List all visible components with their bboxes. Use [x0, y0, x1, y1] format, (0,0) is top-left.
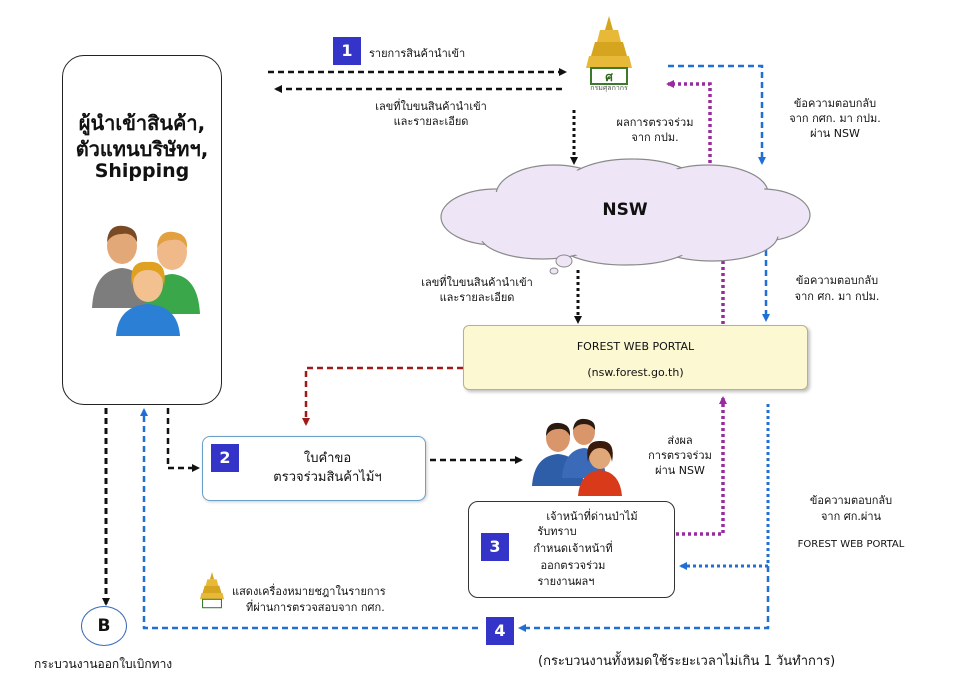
arrow-step4-to-actor: [140, 408, 478, 630]
waybill-top-label-2: และรายละเอียด: [393, 115, 469, 128]
waybill-top-label-1: เลขที่ใบขนสินค้านำเข้า: [375, 100, 487, 113]
reply-mid-label-1: ข้อความตอบกลับ: [795, 274, 879, 287]
reply-low-label-1: ข้อความตอบกลับ: [809, 494, 893, 507]
officer-label-line5: รายงานผลฯ: [537, 575, 595, 588]
request-label-line2: ตรวจร่วมสินค้าไม้ฯ: [273, 470, 382, 485]
footer-note: (กระบวนงานทั้งหมดใช้ระยะเวลาไม่เกิน 1 วั…: [538, 654, 836, 669]
send-result-label-1: ส่งผล: [667, 434, 693, 447]
step-3-badge: 3: [481, 533, 509, 561]
arrow-portal-to-request: [302, 366, 463, 426]
request-label-line1: ใบคำขอ: [303, 451, 352, 466]
waybill-mid-label-1: เลขที่ใบขนสินค้านำเข้า: [421, 276, 533, 289]
actor-label-line2: ตัวแทนบริษัทฯ,: [75, 137, 209, 161]
forest-web-portal-box: [463, 325, 808, 390]
officer-label-line2: รับทราบ: [537, 525, 577, 538]
display-mark-label-1: แสดงเครื่องหมายชฎาในรายการ: [232, 585, 386, 598]
nsw-label: NSW: [602, 200, 648, 220]
actor-label-line1: ผู้นำเข้าสินค้า,: [78, 111, 206, 135]
arrow-reply-top: [668, 64, 766, 165]
people-icon: [92, 225, 200, 336]
customs-mark-icon: [199, 572, 225, 609]
send-result-label-2: การตรวจร่วม: [648, 449, 712, 462]
reply-low-label-2: จาก ศก.ผ่าน: [820, 510, 882, 523]
nsw-cloud: [440, 158, 811, 275]
request-box: [202, 436, 426, 501]
actor-label-line3: Shipping: [94, 160, 190, 182]
step-1-badge: 1: [333, 37, 361, 65]
customs-logo-caption: กรมศุลกากร: [590, 84, 628, 92]
b-caption: กระบวนงานออกใบเบิกทาง: [34, 657, 173, 671]
import-list-label: รายการสินค้านำเข้า: [369, 47, 466, 60]
portal-url: (nsw.forest.go.th): [587, 366, 684, 379]
arrow-portal-to-step4: [518, 566, 770, 632]
reply-mid-label-2: จาก ศก. มา กปม.: [794, 290, 880, 303]
officers-icon: [532, 418, 622, 496]
send-result-label-3: ผ่าน NSW: [655, 464, 705, 477]
b-node: [81, 606, 127, 646]
reply-low-label-3: FOREST WEB PORTAL: [797, 539, 905, 550]
reply-top-label-2: จาก กศก. มา กปม.: [789, 112, 881, 125]
officer-label-line1: เจ้าหน้าที่ด่านป่าไม้: [546, 510, 638, 523]
actor-box: [62, 55, 222, 405]
joint-result-label-1: ผลการตรวจร่วม: [616, 116, 694, 129]
display-mark-label-2: ที่ผ่านการตรวจสอบจาก กศก.: [246, 601, 385, 614]
reply-top-label-1: ข้อความตอบกลับ: [793, 97, 877, 110]
step-2-badge: 2: [211, 444, 239, 472]
arrow-result-to-customs: [666, 80, 712, 163]
officer-label-line4: ออกตรวจร่วม: [540, 559, 606, 572]
step-4-badge: 4: [486, 617, 514, 645]
waybill-mid-label-2: และรายละเอียด: [439, 291, 515, 304]
portal-title: FOREST WEB PORTAL: [576, 340, 695, 353]
reply-top-label-3: ผ่าน NSW: [810, 127, 860, 140]
svg-text:ศ: ศ: [605, 70, 613, 84]
customs-logo-icon: ศ: [586, 16, 632, 85]
officer-label-line3: กำหนดเจ้าหน้าที่: [533, 542, 613, 555]
b-node-label: B: [97, 616, 111, 636]
arrow-actor-to-request: [166, 408, 200, 472]
joint-result-label-2: จาก กปม.: [631, 131, 679, 144]
